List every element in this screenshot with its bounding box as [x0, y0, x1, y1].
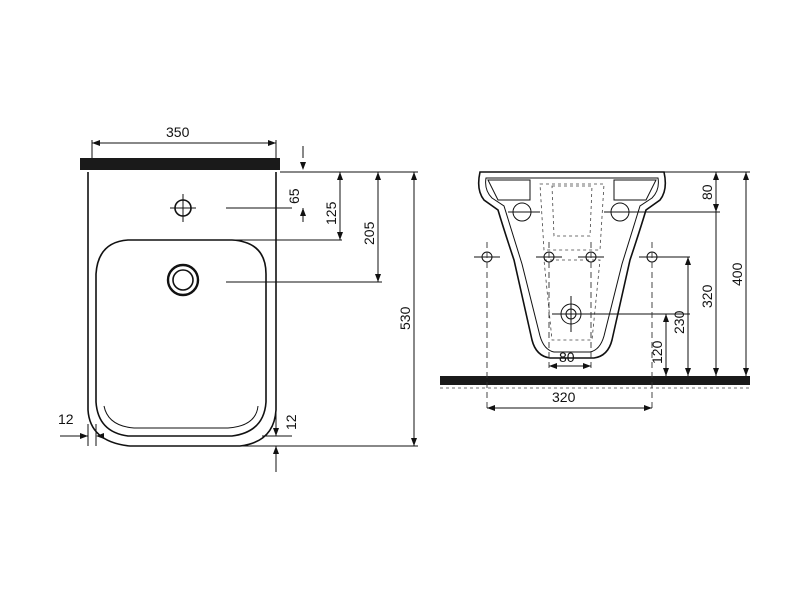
- dim-rim-top-label: 125: [323, 201, 339, 225]
- dim-depth-label: 530: [397, 306, 413, 330]
- side-floor: [440, 376, 750, 385]
- tap-hole-icon: [170, 194, 196, 222]
- dim-gap-right-label: 12: [283, 414, 299, 430]
- dim-tap-hole-label: 65: [286, 188, 302, 204]
- drain-icon: [166, 263, 200, 297]
- front-wall: [80, 158, 280, 170]
- front-basin-outline: [87, 172, 277, 447]
- side-view: 80 400 320 230 120 80 320: [440, 171, 750, 412]
- front-bowl-inner-line: [103, 405, 259, 429]
- dim-height-label: 400: [729, 262, 745, 286]
- side-basin-outline: [477, 171, 667, 359]
- dim-top-label: 80: [699, 184, 715, 200]
- front-bowl-outline: [95, 239, 267, 437]
- dim-bolt-height-label: 320: [699, 284, 715, 308]
- dim-bolt-spacing-label: 320: [552, 389, 576, 405]
- waste-outlet-icon: [552, 296, 690, 332]
- dim-gap-left-label: 12: [58, 411, 74, 427]
- dim-waste-width-label: 80: [559, 349, 575, 365]
- side-basin-inner: [485, 177, 659, 353]
- dim-width-label: 350: [166, 124, 190, 140]
- bolt-left-icon: [508, 202, 540, 222]
- front-view: 350 65 125 205 530 12 12: [58, 124, 418, 472]
- dim-waste-height-label: 120: [649, 340, 665, 364]
- dim-drain-height-label: 230: [671, 310, 687, 334]
- dim-drain-label: 205: [361, 221, 377, 245]
